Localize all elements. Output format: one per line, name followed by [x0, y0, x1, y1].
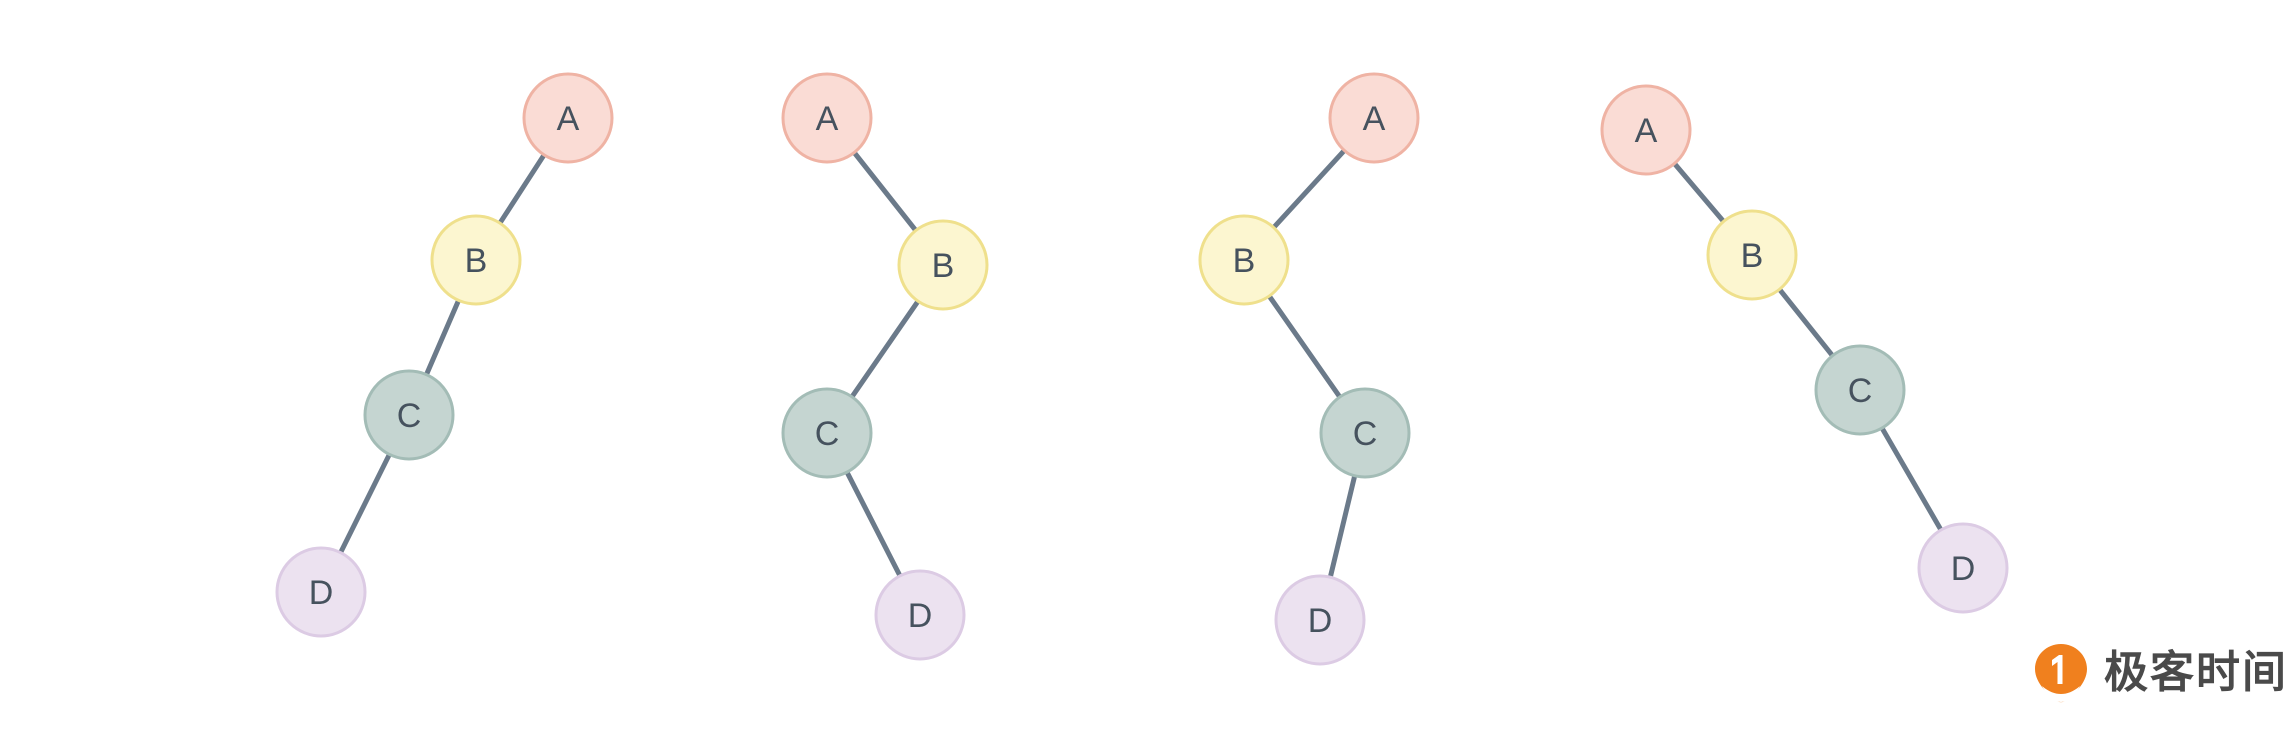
tree-node-A[interactable]: A	[1600, 84, 1692, 176]
node-circle-C	[363, 369, 455, 461]
node-circle-D	[1917, 522, 2009, 614]
node-label-B: B	[465, 242, 488, 280]
node-label-C: C	[815, 415, 840, 453]
node-circle-A	[1328, 72, 1420, 164]
tree-edge-C-D	[842, 466, 905, 582]
node-label-A: A	[1635, 112, 1658, 150]
tree-edge-B-C	[1264, 290, 1345, 403]
tree-node-D[interactable]: D	[1274, 574, 1366, 666]
tree-node-B[interactable]: B	[430, 214, 522, 306]
location-pin-clock-icon	[2035, 644, 2087, 703]
tree-node-D[interactable]: D	[275, 546, 367, 638]
node-label-D: D	[1308, 602, 1333, 640]
tree-node-D[interactable]: D	[874, 569, 966, 661]
node-label-B: B	[1741, 237, 1764, 275]
tree-edge-A-B	[849, 146, 921, 237]
tree-node-B[interactable]: B	[1706, 209, 1798, 301]
tree-node-B[interactable]: B	[1198, 214, 1290, 306]
node-label-D: D	[908, 597, 933, 635]
tree-4-edges	[1669, 158, 1946, 536]
node-label-A: A	[1363, 100, 1386, 138]
tree-edge-C-D	[1877, 422, 1946, 536]
tree-node-A[interactable]: A	[1328, 72, 1420, 164]
node-circle-C	[781, 387, 873, 479]
node-circle-B	[1198, 214, 1290, 306]
tree-3-edges	[1264, 145, 1359, 584]
tree-edge-B-C	[1774, 283, 1838, 362]
node-label-C: C	[1353, 415, 1378, 453]
node-label-C: C	[1848, 372, 1873, 410]
node-label-C: C	[397, 397, 422, 435]
tree-edge-B-C	[847, 295, 923, 403]
node-label-B: B	[1233, 242, 1256, 280]
tree-edge-B-C	[422, 294, 463, 381]
node-circle-B	[897, 219, 989, 311]
watermark-logo: 极客时间	[2032, 642, 2284, 704]
tree-node-A[interactable]: A	[781, 72, 873, 164]
tree-edge-C-D	[1326, 469, 1359, 584]
node-circle-C	[1319, 387, 1411, 479]
node-circle-A	[522, 72, 614, 164]
edges-layer	[336, 145, 1946, 584]
tree-1-edges	[336, 149, 549, 559]
tree-node-C[interactable]: C	[1319, 387, 1411, 479]
node-label-D: D	[309, 574, 334, 612]
node-circle-B	[1706, 209, 1798, 301]
watermark-text: 极客时间	[2104, 647, 2284, 698]
tree-node-C[interactable]: C	[363, 369, 455, 461]
node-label-B: B	[932, 247, 955, 285]
tree-node-C[interactable]: C	[781, 387, 873, 479]
tree-1-nodes: A B C D	[275, 72, 614, 638]
node-circle-C	[1814, 344, 1906, 436]
node-label-D: D	[1951, 550, 1976, 588]
tree-node-D[interactable]: D	[1917, 522, 2009, 614]
node-circle-A	[781, 72, 873, 164]
node-circle-D	[874, 569, 966, 661]
tree-4-nodes: A B C D	[1600, 84, 2009, 614]
node-circle-D	[275, 546, 367, 638]
tree-3-nodes: A B C D	[1198, 72, 1420, 666]
tree-node-A[interactable]: A	[522, 72, 614, 164]
tree-edge-A-B	[1669, 158, 1729, 227]
nodes-layer: A B C D A B C D A B C D A B C D	[275, 72, 2009, 666]
tree-edge-A-B	[495, 149, 549, 229]
tree-edge-A-B	[1268, 145, 1350, 233]
node-circle-B	[430, 214, 522, 306]
node-circle-A	[1600, 84, 1692, 176]
tree-2-nodes: A B C D	[781, 72, 989, 661]
node-label-A: A	[557, 100, 580, 138]
tree-node-B[interactable]: B	[897, 219, 989, 311]
tree-2-edges	[842, 146, 923, 582]
tree-edge-C-D	[336, 448, 394, 559]
node-circle-D	[1274, 574, 1366, 666]
tree-node-C[interactable]: C	[1814, 344, 1906, 436]
node-label-A: A	[816, 100, 839, 138]
